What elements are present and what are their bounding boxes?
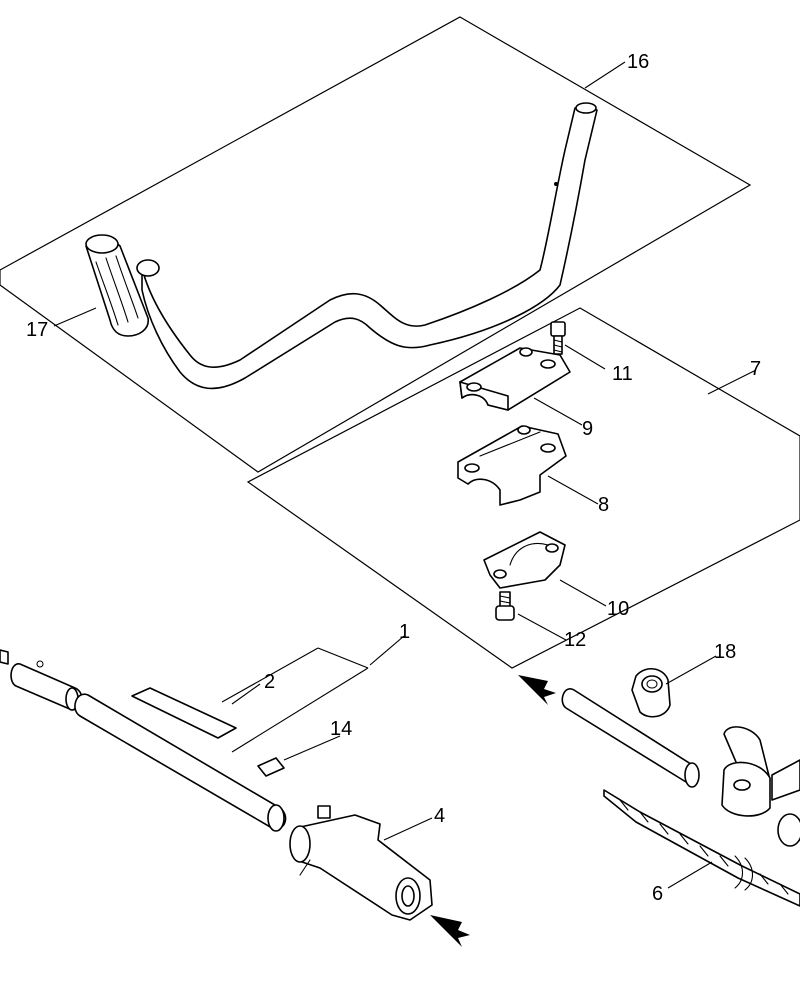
callout-16: 16 bbox=[627, 51, 649, 73]
right-tube bbox=[561, 688, 700, 788]
handlebar-tube bbox=[136, 102, 598, 390]
callout-10: 10 bbox=[607, 598, 629, 620]
clamp-bottom-10 bbox=[483, 531, 566, 589]
callout-1: 1 bbox=[399, 621, 410, 643]
callout-18: 18 bbox=[714, 641, 736, 663]
clamp-base-8 bbox=[457, 425, 567, 506]
handle-grip bbox=[85, 234, 149, 337]
throttle-housing bbox=[289, 805, 433, 921]
decal-14 bbox=[257, 757, 285, 777]
callout-12: 12 bbox=[564, 629, 586, 651]
callout-7: 7 bbox=[750, 358, 761, 380]
callout-9: 9 bbox=[582, 418, 593, 440]
screw-11 bbox=[550, 321, 566, 355]
main-shaft-tube bbox=[74, 693, 287, 832]
decal-1 bbox=[131, 687, 237, 739]
handlebar-panel bbox=[0, 16, 752, 473]
direction-arrow-lower bbox=[430, 915, 470, 947]
drive-cable bbox=[603, 789, 800, 907]
callout-8: 8 bbox=[598, 494, 609, 516]
callout-11: 11 bbox=[612, 363, 633, 385]
loop-bracket bbox=[721, 726, 800, 847]
cable-clip bbox=[631, 668, 671, 718]
callout-14: 14 bbox=[330, 718, 352, 740]
clamp-assembly-panel bbox=[246, 307, 800, 669]
callout-6: 6 bbox=[652, 883, 663, 905]
clamp-top-9 bbox=[459, 347, 571, 411]
callout-17: 17 bbox=[26, 319, 48, 341]
direction-arrow-upper bbox=[518, 675, 556, 705]
screw-12 bbox=[495, 591, 515, 621]
short-tube bbox=[0, 649, 83, 711]
callout-4: 4 bbox=[434, 805, 445, 827]
callout-2: 2 bbox=[264, 671, 275, 693]
